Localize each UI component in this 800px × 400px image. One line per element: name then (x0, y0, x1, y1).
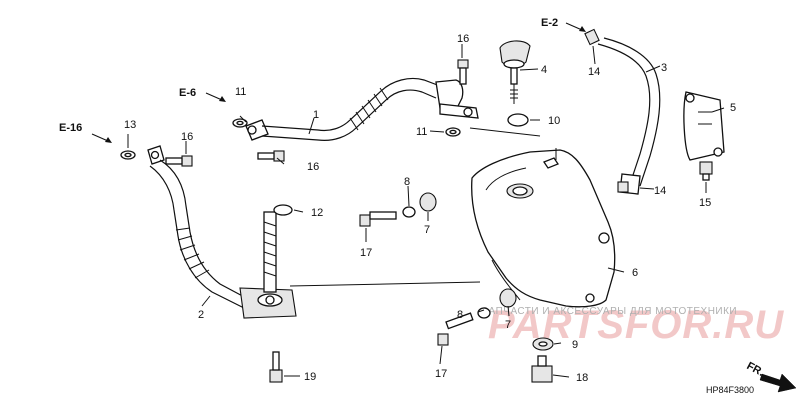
leader-lines (127, 44, 725, 378)
arrow-icon (219, 96, 226, 102)
drain-bolt-18 (531, 355, 553, 383)
callout-3: 3 (661, 62, 667, 74)
callout-11-upper: 11 (235, 86, 246, 98)
reference-e16: E-16 (59, 122, 112, 143)
callout-8-upper: 8 (404, 176, 410, 188)
clip-14-bottom (617, 181, 629, 193)
watermark-tagline: ЗАПЧАСТИ И АКСЕССУАРЫ ДЛЯ МОТОТЕХНИКИ (482, 306, 737, 317)
callout-6: 6 (632, 267, 638, 279)
bolt-16-left (165, 155, 193, 167)
svg-text:E-2: E-2 (541, 17, 558, 29)
callout-17-lower: 17 (435, 368, 447, 380)
washer-8-upper (402, 206, 416, 218)
callout-13: 13 (124, 119, 136, 131)
callout-8-lower: 8 (457, 309, 463, 321)
washer-9 (532, 337, 554, 351)
reference-e6: E-6 (179, 87, 226, 102)
callout-10: 10 (548, 115, 560, 127)
callout-2: 2 (198, 309, 204, 321)
washer-11-lower (445, 127, 461, 137)
callout-17-upper: 17 (360, 247, 372, 259)
diagram-code: HP84F3800 (706, 385, 754, 395)
o-ring-10 (507, 113, 529, 127)
callout-11-lower: 11 (416, 126, 427, 138)
reference-e2: E-2 (541, 17, 586, 32)
arrow-right-icon (759, 373, 797, 393)
callout-16-top: 16 (457, 33, 469, 45)
oil-hose-1 (245, 77, 479, 141)
callout-4: 4 (541, 64, 547, 76)
bolt-16-top (457, 59, 469, 85)
bolt-15 (699, 161, 713, 181)
callout-16-mid: 16 (307, 161, 319, 173)
callout-7-lower: 7 (505, 319, 511, 331)
callout-9: 9 (572, 339, 578, 351)
oil-tank (471, 148, 616, 308)
clip-14-top (584, 28, 600, 46)
bolt-17-lower (437, 312, 474, 346)
grommet-7-lower (499, 288, 517, 308)
callout-5: 5 (730, 102, 736, 114)
bolt-19 (269, 351, 283, 383)
svg-text:E-16: E-16 (59, 122, 82, 134)
callout-7-upper: 7 (424, 224, 430, 236)
callout-19: 19 (304, 371, 316, 383)
svg-text:E-6: E-6 (179, 87, 196, 99)
callout-12: 12 (311, 207, 323, 219)
callout-14-top: 14 (588, 66, 600, 78)
callout-14-bottom: 14 (654, 185, 666, 197)
bolt-16-mid (257, 150, 285, 162)
bracket (683, 91, 725, 161)
arrow-icon (579, 26, 586, 32)
washer-11-upper (232, 118, 248, 128)
callout-16-left: 16 (181, 131, 193, 143)
washer-13 (120, 150, 136, 160)
oil-hose-2 (147, 145, 297, 319)
washer-8-lower (477, 307, 491, 319)
callout-18: 18 (576, 372, 588, 384)
vent-tube (597, 37, 661, 195)
dipstick (499, 40, 531, 104)
arrow-icon (105, 137, 112, 143)
callout-1: 1 (313, 109, 319, 121)
bolt-17-upper (359, 211, 397, 227)
o-ring-12 (273, 204, 293, 216)
callout-15: 15 (699, 197, 711, 209)
grommet-7-upper (419, 192, 437, 212)
